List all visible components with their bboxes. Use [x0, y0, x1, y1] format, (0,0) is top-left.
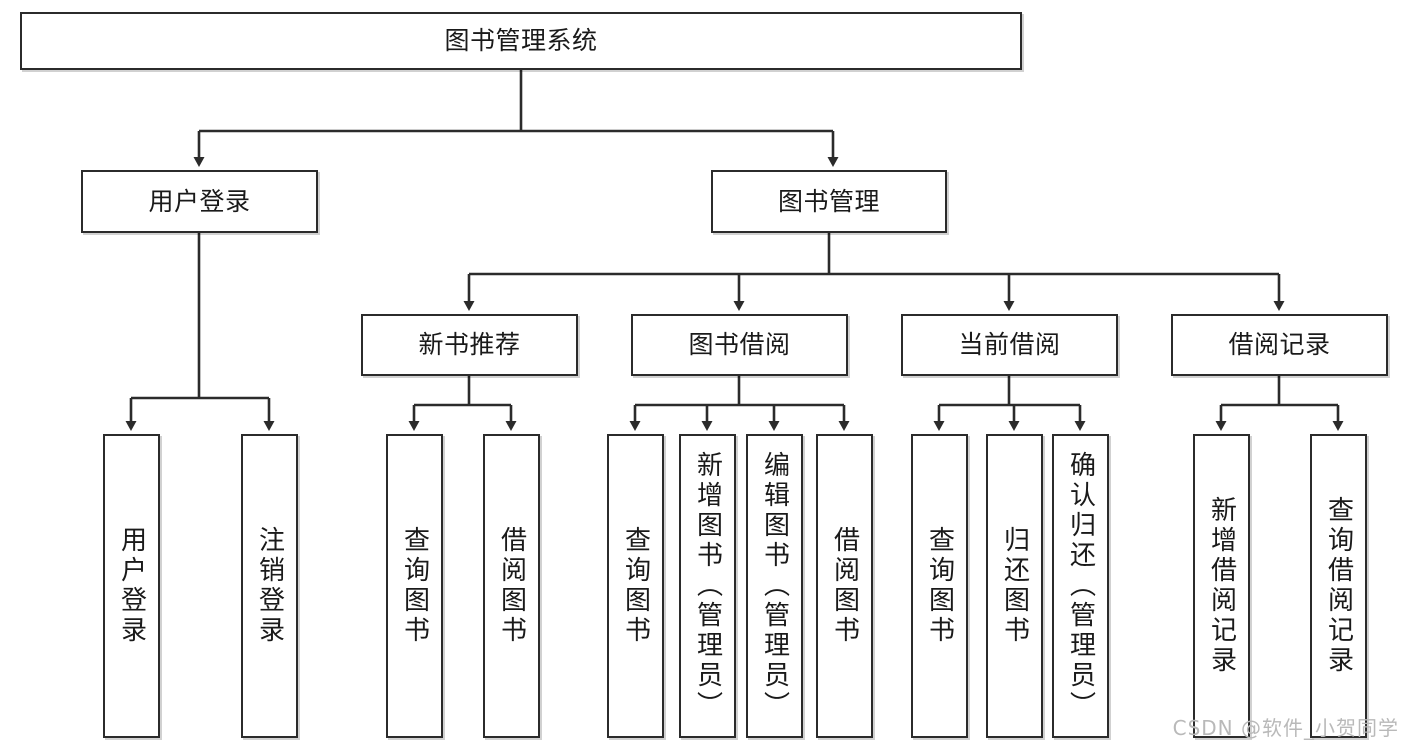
csdn-watermark: CSDN @软件_小贺同学: [1172, 716, 1399, 740]
node-label: 新增借阅记录: [1206, 496, 1237, 676]
node-label: 当前借阅: [958, 330, 1061, 360]
leaf-logout[interactable]: 注销登录: [241, 434, 298, 738]
node-book-manage[interactable]: 图书管理: [711, 170, 947, 233]
leaf-add-record[interactable]: 新增借阅记录: [1193, 434, 1250, 738]
leaf-return-book[interactable]: 归还图书: [986, 434, 1043, 738]
node-root[interactable]: 图书管理系统: [20, 12, 1022, 70]
leaf-borrow-book-rec[interactable]: 借阅图书: [483, 434, 540, 738]
leaf-borrow-book[interactable]: 借阅图书: [816, 434, 873, 738]
node-label: 图书借阅: [688, 330, 791, 360]
node-label: 借阅图书: [496, 526, 527, 646]
node-label: 查询图书: [924, 526, 955, 646]
leaf-add-book[interactable]: 新增图书（管理员）: [679, 434, 736, 738]
node-label: 新书推荐: [418, 330, 521, 360]
node-label: 归还图书: [999, 526, 1030, 646]
node-book-borrow[interactable]: 图书借阅: [631, 314, 848, 376]
node-label: 查询图书: [620, 526, 651, 646]
node-label: 查询借阅记录: [1323, 496, 1354, 676]
node-borrow-record[interactable]: 借阅记录: [1171, 314, 1388, 376]
node-label: 确认归还（管理员）: [1065, 451, 1096, 721]
leaf-query-book-cur[interactable]: 查询图书: [911, 434, 968, 738]
node-label: 借阅记录: [1228, 330, 1331, 360]
node-label: 查询图书: [399, 526, 430, 646]
node-label: 新增图书（管理员）: [692, 451, 723, 721]
node-label: 借阅图书: [829, 526, 860, 646]
node-label: 用户登录: [148, 186, 251, 216]
node-current-borrow[interactable]: 当前借阅: [901, 314, 1118, 376]
node-new-book-rec[interactable]: 新书推荐: [361, 314, 578, 376]
leaf-user-login[interactable]: 用户登录: [103, 434, 160, 738]
leaf-query-record[interactable]: 查询借阅记录: [1310, 434, 1367, 738]
leaf-query-book-rec[interactable]: 查询图书: [386, 434, 443, 738]
node-label: 编辑图书（管理员）: [759, 451, 790, 721]
leaf-confirm-return[interactable]: 确认归还（管理员）: [1052, 434, 1109, 738]
node-label: 图书管理: [777, 186, 880, 216]
leaf-query-book-borrow[interactable]: 查询图书: [607, 434, 664, 738]
node-label: 注销登录: [254, 526, 285, 646]
leaf-edit-book[interactable]: 编辑图书（管理员）: [746, 434, 803, 738]
node-label: 用户登录: [116, 526, 147, 646]
node-label: 图书管理系统: [444, 26, 598, 56]
node-user-login[interactable]: 用户登录: [81, 170, 318, 233]
